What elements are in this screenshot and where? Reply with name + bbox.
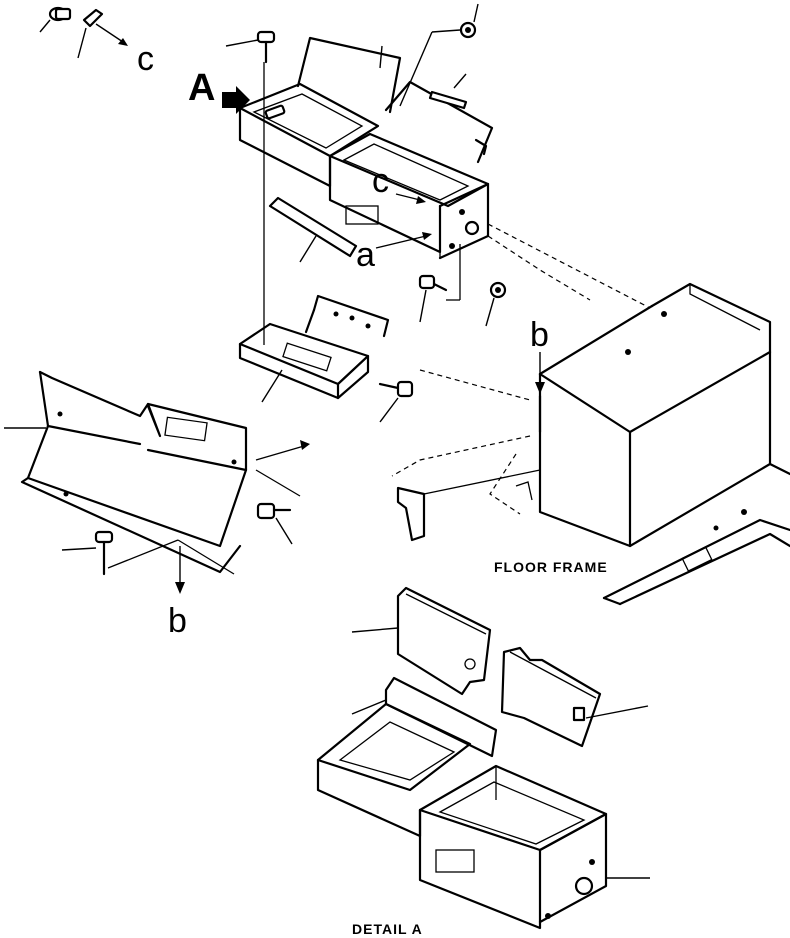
ref-c-arrow	[395, 193, 426, 204]
ref-b-arrow-cabinet	[535, 352, 545, 434]
pin-part	[77, 8, 128, 59]
view-a-arrow	[222, 86, 250, 114]
floor-frame-cabinet	[396, 282, 790, 606]
small-bolt-part	[39, 6, 72, 33]
label-b-lower: b	[168, 602, 187, 640]
ref-a-arrow	[375, 232, 432, 249]
floor-frame-caption: FLOOR FRAME	[494, 559, 608, 575]
washer-part	[399, 3, 479, 107]
detail-a-assembly	[316, 586, 650, 930]
cover-bolt-part	[256, 502, 293, 545]
lower-screw-part	[61, 530, 235, 594]
gasket-strip-part	[268, 196, 358, 263]
mid-bolt-part	[418, 244, 507, 327]
label-c-top: c	[137, 40, 154, 78]
lower-cover-part	[4, 370, 310, 574]
upper-box-assembly	[238, 36, 494, 260]
alignment-dashed-lines	[391, 223, 651, 515]
label-view-a: A	[188, 67, 215, 109]
label-a-ref: a	[356, 236, 375, 274]
bracket-bolt-part	[378, 380, 414, 423]
upper-bolt-part	[225, 30, 276, 64]
seal-strip-part	[428, 73, 468, 110]
label-c-mid: c	[372, 162, 389, 200]
detail-a-caption: DETAIL A	[352, 921, 423, 937]
bracket-plate-part	[238, 294, 390, 403]
label-b-cabinet: b	[530, 316, 549, 354]
